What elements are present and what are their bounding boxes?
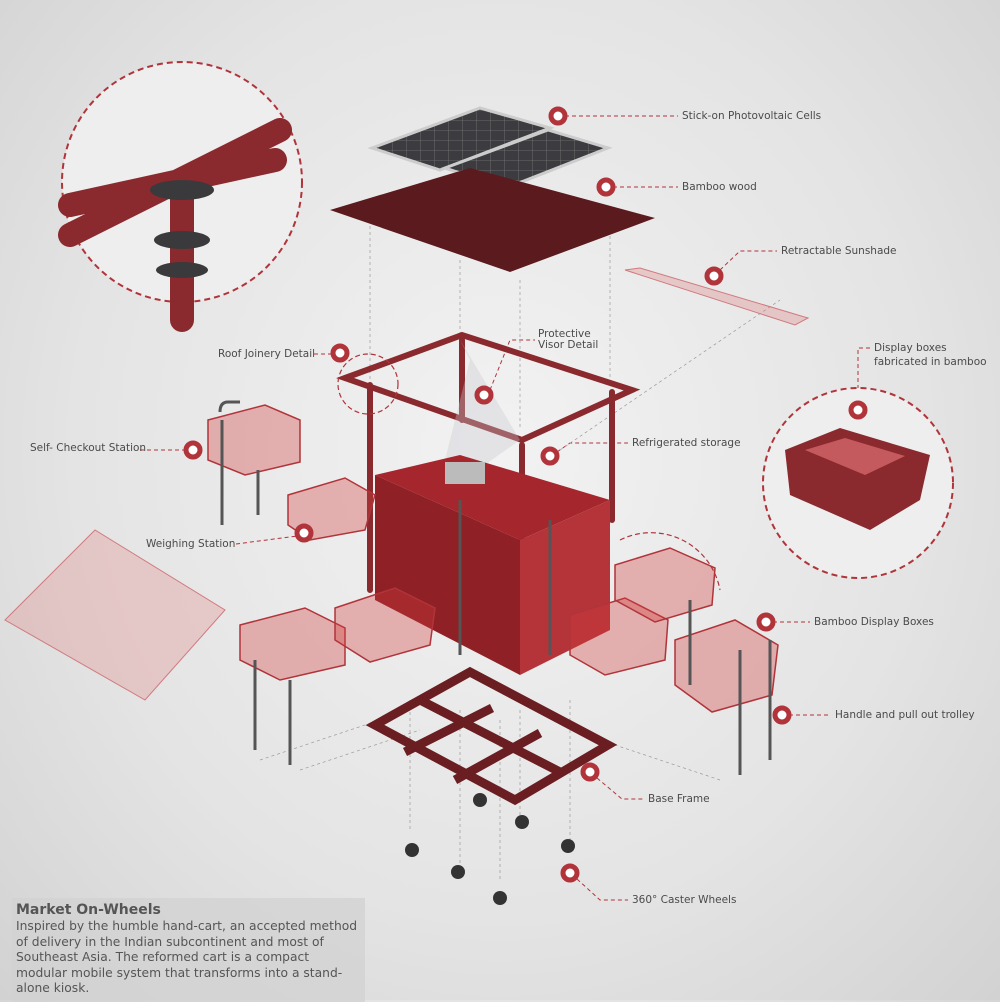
display-box-detail [762, 387, 954, 579]
bamboo-roof [330, 168, 655, 272]
label-pv: Stick-on Photovoltaic Cells [682, 110, 822, 122]
base-frame [365, 666, 618, 806]
marker-roof-joinery[interactable] [330, 343, 350, 363]
marker-checkout[interactable] [183, 440, 203, 460]
description-title: Market On-Wheels [16, 902, 161, 918]
marker-pv[interactable] [548, 106, 568, 126]
guide-lines [259, 220, 781, 880]
cart-frame [336, 331, 641, 633]
description-box: Market On-Wheels Inspired by the humble … [12, 898, 365, 1002]
label-visor-1: Protective [538, 328, 591, 340]
roof-joinery-detail [58, 61, 303, 332]
label-weighing: Weighing Station [146, 538, 236, 550]
marker-display-boxes[interactable] [756, 612, 776, 632]
label-sunshade: Retractable Sunshade [781, 245, 897, 257]
marker-wheels[interactable] [560, 863, 580, 883]
retractable-sunshade-left [4, 529, 226, 701]
label-checkout: Self- Checkout Station [30, 442, 147, 454]
marker-trolley[interactable] [772, 705, 792, 725]
marker-weighing[interactable] [294, 523, 314, 543]
label-trolley: Handle and pull out trolley [835, 709, 975, 721]
label-bamboo-wood: Bamboo wood [682, 181, 757, 193]
marker-display-fab[interactable] [848, 400, 868, 420]
trolley-handles [218, 400, 772, 775]
label-base-frame: Base Frame [648, 793, 710, 805]
label-visor-2: Visor Detail [538, 339, 599, 351]
marker-bamboo-wood[interactable] [596, 177, 616, 197]
label-roof-joinery: Roof Joinery Detail [218, 348, 316, 360]
label-refrigerated: Refrigerated storage [632, 437, 741, 449]
marker-visor[interactable] [474, 385, 494, 405]
marker-base-frame[interactable] [580, 762, 600, 782]
marker-sunshade[interactable] [704, 266, 724, 286]
label-wheels: 360° Caster Wheels [632, 894, 737, 906]
label-display-fab-1: Display boxes [874, 342, 947, 354]
caster-wheels [405, 793, 575, 905]
description-body: Inspired by the humble hand-cart, an acc… [16, 919, 358, 995]
label-display-fab-2: fabricated in bamboo [874, 356, 987, 368]
joinery-callout-circle [337, 353, 399, 415]
label-display-boxes: Bamboo Display Boxes [814, 616, 934, 628]
cart-body [375, 455, 610, 675]
retractable-sunshade-right [624, 267, 810, 326]
marker-refrigerated[interactable] [540, 446, 560, 466]
